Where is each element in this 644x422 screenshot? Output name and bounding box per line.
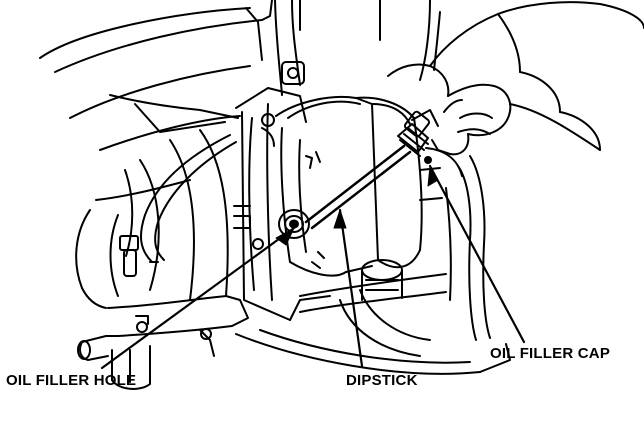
leader-lines <box>100 164 526 370</box>
base-frame <box>235 259 511 375</box>
oil-filler-cap-label: OIL FILLER CAP <box>490 345 611 362</box>
hand-icon <box>387 1 644 156</box>
oil-filler-cap-leader <box>428 164 526 344</box>
frame-tube <box>445 155 491 341</box>
oil-filler-collar <box>275 95 379 277</box>
dipstick-icon <box>304 109 439 230</box>
crankcase-block <box>233 87 331 321</box>
oil-filler-hole <box>278 209 310 239</box>
oil-filler-hole-label: OIL FILLER HOLE <box>6 372 137 389</box>
wire-harness <box>119 134 237 277</box>
engine-left-housing <box>75 115 249 390</box>
engine-upper-body <box>39 0 441 133</box>
mounting-boss <box>281 61 305 85</box>
dipstick-leader <box>338 208 364 368</box>
oil-filler-hole-leader <box>100 226 296 370</box>
cap-housing <box>355 96 463 269</box>
dipstick-label: DIPSTICK <box>346 372 418 389</box>
